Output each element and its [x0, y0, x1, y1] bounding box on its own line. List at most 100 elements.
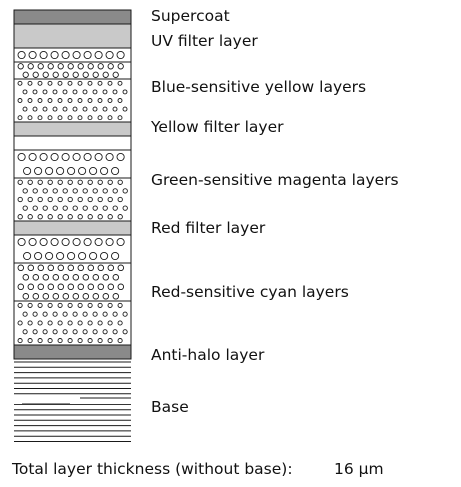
silver-halide-grain: [102, 71, 109, 78]
silver-halide-grain: [117, 80, 123, 86]
silver-halide-grain: [27, 320, 33, 326]
base-break: [14, 396, 131, 404]
silver-halide-grain: [37, 179, 43, 185]
silver-halide-grain: [27, 264, 35, 272]
silver-halide-grain: [77, 264, 85, 272]
silver-halide-grain: [82, 205, 88, 211]
silver-halide-grain: [72, 205, 78, 211]
silver-halide-grain: [32, 329, 38, 335]
silver-halide-grain: [57, 338, 63, 344]
silver-halide-grain: [107, 214, 113, 220]
silver-halide-grain: [97, 338, 103, 344]
silver-halide-grain: [62, 89, 68, 95]
silver-halide-grain: [23, 251, 32, 261]
silver-halide-grain: [92, 293, 100, 300]
silver-halide-grain: [94, 50, 103, 60]
silver-halide-grain: [50, 152, 59, 162]
silver-halide-grain: [67, 338, 73, 344]
silver-halide-grain: [92, 89, 98, 95]
silver-halide-grain: [97, 115, 103, 121]
silver-halide-grain: [67, 166, 76, 176]
silver-halide-grain: [67, 63, 74, 70]
silver-halide-grain: [39, 50, 48, 60]
silver-halide-grain: [105, 152, 114, 162]
silver-halide-grain: [102, 329, 108, 335]
silver-halide-grain: [107, 115, 113, 121]
silver-halide-grain: [97, 214, 103, 220]
silver-halide-grain: [89, 166, 98, 176]
silver-halide-grain: [47, 63, 54, 70]
silver-halide-grain: [22, 71, 29, 78]
silver-halide-grain: [122, 188, 128, 194]
label-anti-halo: Anti-halo layer: [151, 346, 265, 364]
silver-halide-grain: [67, 251, 76, 261]
silver-halide-grain: [117, 63, 124, 70]
silver-halide-grain: [61, 237, 70, 247]
silver-halide-grain: [57, 98, 63, 103]
silver-halide-grain: [111, 166, 120, 176]
silver-halide-grain: [97, 196, 103, 203]
silver-halide-grain: [17, 50, 26, 60]
silver-halide-grain: [94, 152, 103, 162]
silver-halide-grain: [87, 338, 93, 344]
silver-halide-grain: [105, 50, 114, 60]
silver-halide-grain: [117, 302, 123, 308]
silver-halide-grain: [72, 311, 78, 317]
silver-halide-grain: [28, 152, 37, 162]
silver-halide-grain: [72, 274, 80, 281]
silver-halide-grain: [22, 311, 28, 317]
silver-halide-grain: [62, 106, 68, 112]
silver-halide-grain: [47, 214, 53, 220]
silver-halide-grain: [47, 302, 53, 308]
silver-halide-grain: [27, 98, 33, 103]
yellow-filter-spacer: [13, 135, 132, 151]
blue-sensitive-layer-group: [13, 47, 132, 123]
silver-halide-grain: [87, 196, 93, 203]
silver-halide-grain: [94, 237, 103, 247]
green-sensitive-layer-group: [13, 149, 132, 222]
silver-halide-grain: [92, 329, 98, 335]
silver-halide-grain: [52, 89, 58, 95]
silver-halide-grain: [42, 329, 48, 335]
uv-filter-band: [13, 23, 132, 49]
silver-halide-grain: [67, 115, 73, 121]
silver-halide-grain: [105, 237, 114, 247]
silver-halide-grain: [47, 338, 53, 344]
silver-halide-grain: [62, 71, 69, 78]
silver-halide-grain: [112, 311, 118, 317]
silver-halide-grain: [102, 106, 108, 112]
silver-halide-grain: [57, 302, 63, 308]
silver-halide-grain: [17, 338, 23, 344]
silver-halide-grain: [17, 196, 23, 203]
silver-halide-grain: [37, 80, 43, 86]
silver-halide-grain: [112, 89, 118, 95]
red-grains: [17, 237, 128, 344]
silver-halide-grain: [67, 80, 73, 86]
silver-halide-grain: [42, 293, 50, 300]
silver-halide-grain: [17, 320, 23, 326]
silver-halide-grain: [22, 329, 28, 335]
silver-halide-grain: [37, 63, 44, 70]
silver-halide-grain: [102, 188, 108, 194]
silver-halide-grain: [77, 98, 83, 103]
silver-halide-grain: [47, 283, 55, 291]
silver-halide-grain: [32, 71, 39, 78]
silver-halide-grain: [57, 320, 63, 326]
silver-halide-grain: [77, 63, 84, 70]
silver-halide-grain: [32, 311, 38, 317]
silver-halide-grain: [56, 166, 65, 176]
silver-halide-grain: [62, 293, 70, 300]
silver-halide-grain: [117, 264, 125, 272]
silver-halide-grain: [62, 188, 68, 194]
silver-halide-grain: [77, 214, 83, 220]
silver-halide-grain: [67, 283, 75, 291]
silver-halide-grain: [107, 196, 113, 203]
silver-halide-grain: [32, 205, 38, 211]
silver-halide-grain: [37, 320, 43, 326]
silver-halide-grain: [27, 338, 33, 344]
red-sensitive-layer-group: [13, 234, 132, 346]
silver-halide-grain: [117, 196, 123, 203]
silver-halide-grain: [62, 205, 68, 211]
silver-halide-grain: [67, 98, 73, 103]
